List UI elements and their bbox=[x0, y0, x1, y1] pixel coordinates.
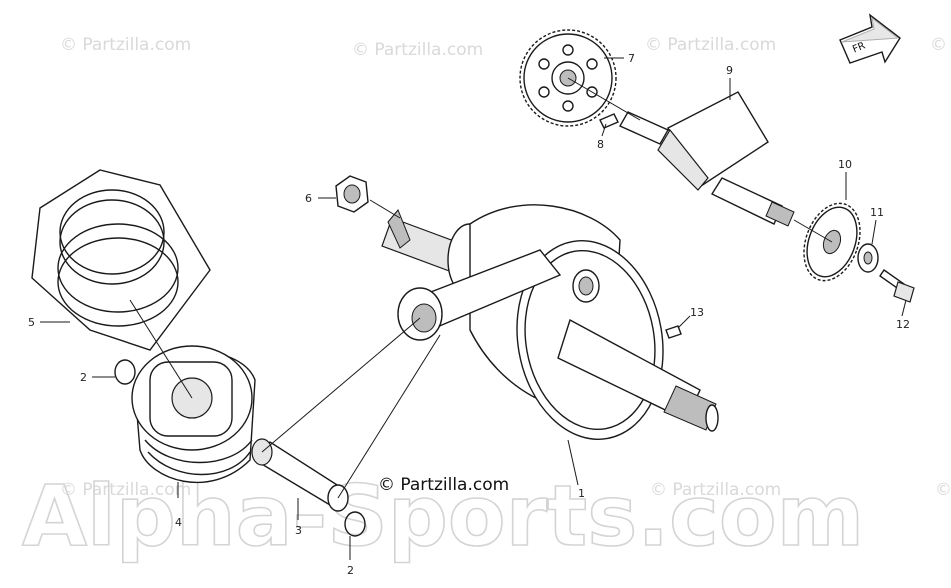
watermark-text: © Partzilla.com bbox=[650, 480, 781, 500]
key-part-8 bbox=[599, 113, 619, 129]
callout-11: 11 bbox=[870, 206, 884, 219]
watermark-text: © Partzilla.com bbox=[645, 35, 776, 55]
key-part-13 bbox=[665, 325, 682, 339]
fr-label: FR bbox=[851, 41, 867, 56]
assembly-lines bbox=[129, 77, 833, 499]
callout-10: 10 bbox=[838, 158, 852, 171]
callout-13: 13 bbox=[690, 306, 704, 319]
callout-3: 3 bbox=[295, 524, 302, 537]
callout-leaders bbox=[40, 57, 907, 560]
piston-ring-set-part-5 bbox=[31, 169, 211, 351]
balancer-shaft-part-9 bbox=[619, 91, 795, 227]
clip-part-2-bottom bbox=[344, 511, 366, 537]
callout-8: 8 bbox=[597, 138, 604, 151]
copyright-text: © Partzilla.com bbox=[378, 475, 509, 495]
nut-part-6 bbox=[335, 175, 369, 213]
callout-5: 5 bbox=[28, 316, 35, 329]
watermark-text: © Partzilla.com bbox=[60, 35, 191, 55]
watermark-layer: © Partzilla.com © Partzilla.com © Partzi… bbox=[21, 35, 951, 566]
callout-1: 1 bbox=[578, 487, 585, 500]
callout-labels: 1 2 2 3 4 5 6 7 8 9 10 11 12 13 bbox=[28, 52, 910, 577]
callout-12: 12 bbox=[896, 318, 910, 331]
clip-part-2-top bbox=[114, 359, 136, 385]
watermark-text: © Partzilla.com bbox=[60, 480, 191, 500]
callout-7: 7 bbox=[628, 52, 635, 65]
callout-2-top: 2 bbox=[80, 371, 87, 384]
callout-2-bottom: 2 bbox=[347, 564, 354, 577]
watermark-text: © Partzilla.com bbox=[930, 35, 951, 55]
front-arrow-icon: FR bbox=[839, 13, 901, 64]
piston-part-4 bbox=[131, 345, 256, 484]
callout-9: 9 bbox=[726, 64, 733, 77]
callout-4: 4 bbox=[175, 516, 182, 529]
big-watermark: Alpha-Sports.com bbox=[22, 467, 864, 565]
bolt-part-12 bbox=[879, 269, 915, 303]
crankshaft-part-1 bbox=[381, 204, 719, 440]
callout-6: 6 bbox=[305, 192, 312, 205]
watermark-text: © Partzilla.com bbox=[352, 40, 483, 60]
watermark-text: © Partzilla.com bbox=[935, 480, 951, 500]
